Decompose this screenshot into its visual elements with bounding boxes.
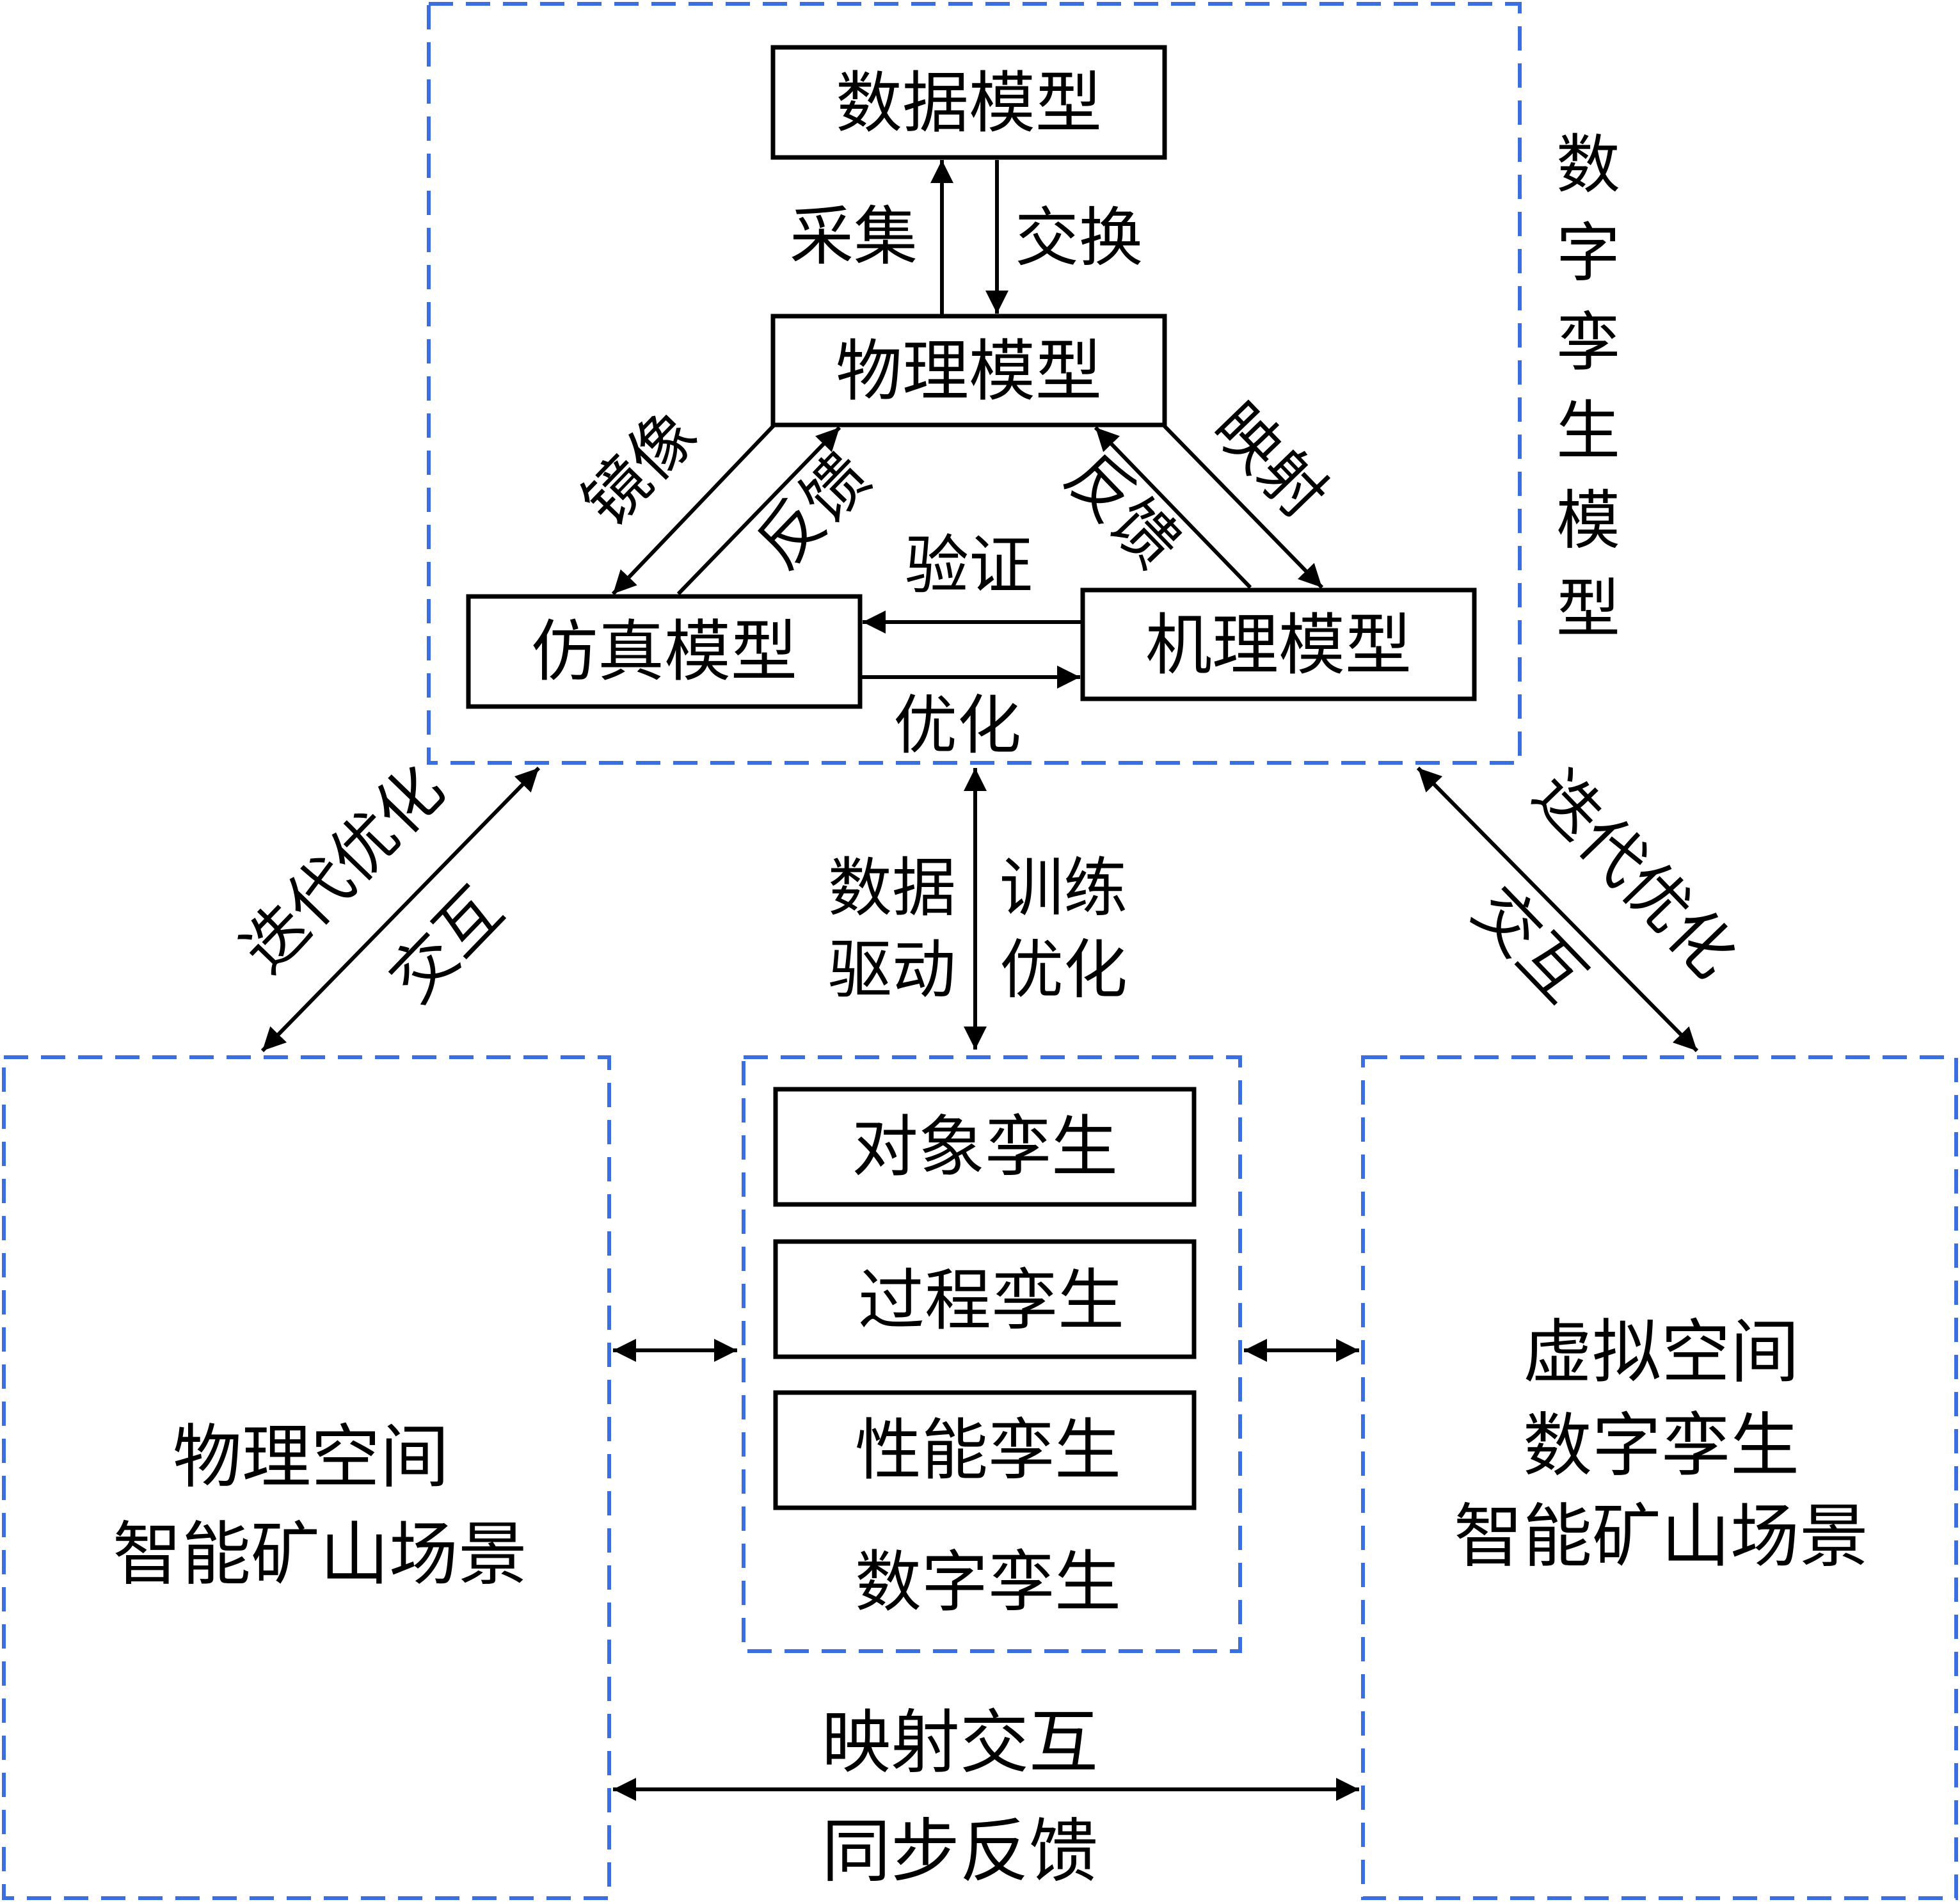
object-twin-label: 对象孪生 — [852, 1108, 1118, 1186]
feedback-left-arrow — [676, 426, 841, 596]
physical-space-region: 物理空间 智能矿山场景 — [2, 1055, 611, 1900]
digital-twin-model-region: 数据模型 物理模型 仿真模型 机理模型 采集 交换 镜像 反馈 反馈 映射 验证… — [427, 2, 1620, 765]
side-char: 数 — [1556, 127, 1620, 202]
digital-twin-model-side-label: 数 字 孪 生 模 型 — [1556, 127, 1620, 646]
interact-left-label: 交互 — [375, 872, 518, 1016]
virtual-space-title: 虚拟空间 — [1523, 1313, 1799, 1393]
train-label: 训练 — [1000, 851, 1127, 925]
feedback-right-label: 反馈 — [1051, 438, 1194, 582]
simulation-model-label: 仿真模型 — [531, 612, 797, 691]
physical-model-box: 物理模型 — [770, 314, 1167, 428]
mirror-label: 镜像 — [568, 396, 711, 540]
mapping-arrow — [1161, 423, 1324, 589]
side-char: 模 — [1556, 483, 1620, 558]
side-char: 型 — [1556, 571, 1620, 646]
side-char: 孪 — [1556, 305, 1620, 380]
simulation-model-box: 仿真模型 — [466, 594, 863, 709]
mapping-interaction-label: 映射交互 — [822, 1703, 1098, 1783]
physical-space-subtitle: 智能矿山场景 — [113, 1515, 527, 1595]
digital-twin-region: 对象孪生 过程孪生 性能孪生 数字孪生 — [742, 1055, 1242, 1653]
mirror-arrow — [611, 423, 776, 596]
data-model-box: 数据模型 — [770, 45, 1167, 160]
sync-feedback-label: 同步反馈 — [822, 1812, 1098, 1892]
optimize-center-label: 优化 — [1000, 932, 1127, 1007]
virtual-space-line3: 智能矿山场景 — [1454, 1497, 1868, 1577]
verify-label: 验证 — [905, 528, 1033, 603]
digital-twin-caption: 数字孪生 — [855, 1543, 1121, 1621]
process-twin-box: 过程孪生 — [773, 1239, 1197, 1359]
exchange-label: 交换 — [1015, 200, 1143, 275]
mechanism-model-box: 机理模型 — [1080, 587, 1477, 701]
interact-right-label: 交互 — [1458, 872, 1601, 1016]
drive-label: 驱动 — [828, 932, 956, 1007]
physical-space-title: 物理空间 — [173, 1418, 449, 1498]
virtual-space-line2: 数字孪生 — [1523, 1406, 1799, 1486]
mapping-label: 映射 — [1199, 388, 1341, 532]
physical-model-label: 物理模型 — [836, 332, 1102, 410]
feedback-left-label: 反馈 — [742, 438, 885, 582]
side-char: 生 — [1556, 394, 1620, 468]
object-twin-box: 对象孪生 — [773, 1087, 1197, 1207]
virtual-space-region: 虚拟空间 数字孪生 智能矿山场景 — [1361, 1055, 1958, 1900]
optimize-label: 优化 — [893, 688, 1021, 763]
performance-twin-box: 性能孪生 — [773, 1390, 1197, 1510]
data-model-label: 数据模型 — [836, 64, 1102, 142]
process-twin-label: 过程孪生 — [858, 1261, 1124, 1339]
collect-label: 采集 — [790, 199, 918, 274]
side-char: 字 — [1556, 216, 1620, 291]
mechanism-model-label: 机理模型 — [1145, 606, 1412, 684]
right-diagonal-arrow — [1416, 766, 1699, 1053]
performance-twin-label: 性能孪生 — [855, 1411, 1121, 1489]
data-label: 数据 — [828, 851, 956, 925]
left-diagonal-arrow — [260, 766, 541, 1053]
feedback-right-arrow — [1094, 426, 1252, 589]
